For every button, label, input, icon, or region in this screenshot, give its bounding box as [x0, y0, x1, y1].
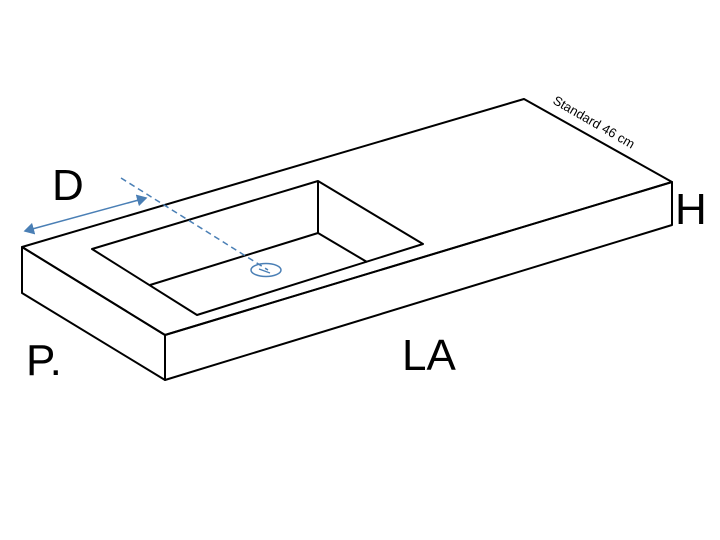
label-h: H: [675, 185, 707, 234]
drain-icon: [250, 262, 282, 278]
drain-mark: [258, 268, 271, 274]
basin-cavity: [91, 180, 424, 316]
basin-floor-side-edge: [317, 232, 368, 263]
label-d: D: [52, 161, 84, 210]
basin-rim: [91, 180, 424, 316]
side-face: [21, 246, 166, 381]
label-la: LA: [402, 331, 456, 380]
label-p: P.: [26, 336, 62, 385]
basin-floor-back-edge: [149, 232, 319, 286]
drain-centerline: [120, 177, 269, 271]
top-face: [21, 98, 673, 336]
countertop-slab: [21, 98, 673, 381]
dimension-line-d: [23, 194, 148, 235]
